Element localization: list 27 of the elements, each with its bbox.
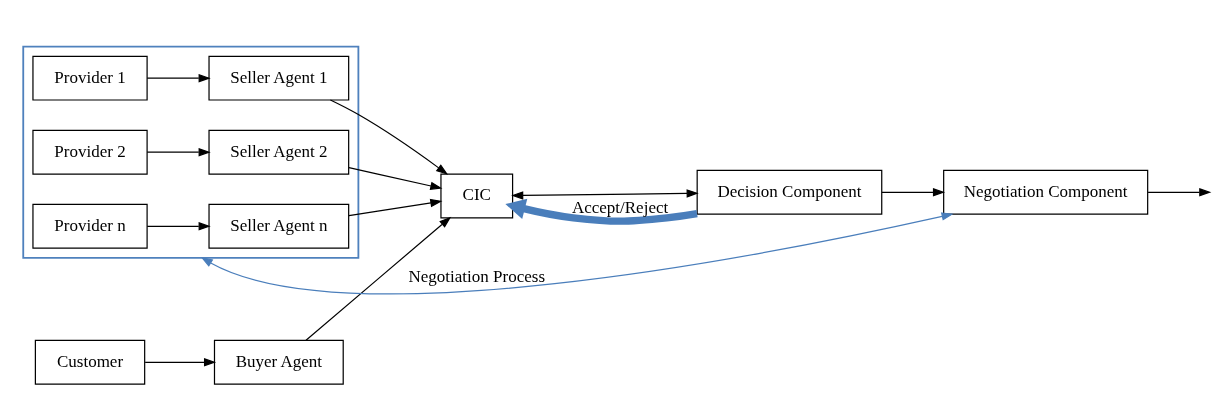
edge-label: Negotiation Process [408, 266, 545, 286]
arrow [200, 211, 954, 294]
node-box: Provider 1 [32, 55, 148, 101]
node-box: CIC [440, 172, 514, 218]
arrow [146, 221, 211, 231]
node-box: Decision Component [696, 169, 883, 215]
cluster [22, 45, 360, 259]
node-box: Negotiation Component [943, 169, 1149, 215]
arrow [348, 166, 443, 190]
arrow [329, 98, 449, 175]
node-box: Provider n [32, 203, 148, 249]
node-box: Provider 2 [32, 129, 148, 175]
edge-label: Accept/Reject [571, 197, 669, 217]
arrow [146, 73, 211, 82]
arrow [505, 198, 698, 225]
arrow [511, 188, 699, 200]
node-box: Seller Agent 2 [208, 129, 350, 175]
arrow [348, 198, 443, 216]
node-box: Buyer Agent [213, 339, 344, 385]
arrow [146, 147, 211, 156]
arrow [881, 187, 946, 197]
arrow [305, 216, 452, 341]
node-box: Seller Agent 1 [208, 55, 350, 101]
node-box: Customer [34, 339, 146, 385]
node-box: Seller Agent n [208, 203, 350, 249]
arrow [1147, 187, 1212, 197]
arrow [144, 357, 217, 367]
